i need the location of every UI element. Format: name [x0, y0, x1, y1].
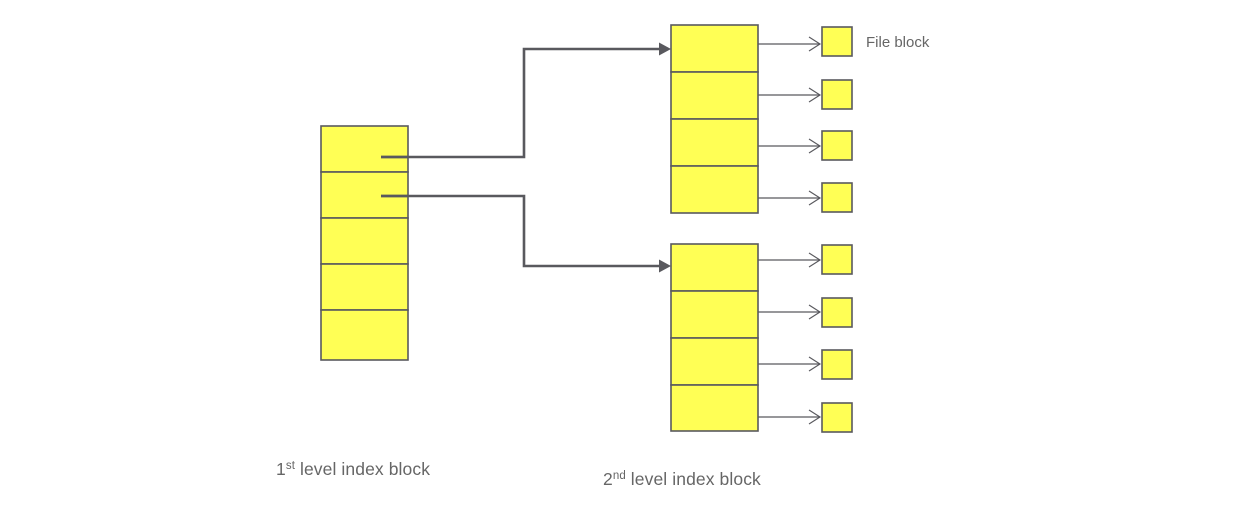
caption-number: 1	[276, 459, 286, 479]
second-level-block-0-cell-1[interactable]	[670, 71, 759, 120]
file-connectors-group	[758, 36, 822, 425]
caption-rest: level index block	[626, 469, 761, 489]
first-level-block-cell-2[interactable]	[320, 217, 409, 265]
caption-second-level-index-block: 2nd level index block	[603, 469, 761, 489]
connector-first-level-cell-0-to-upper-block	[381, 47, 663, 159]
second-level-block-1-cell-3[interactable]	[670, 384, 759, 432]
second-level-block-0-cell-0[interactable]	[670, 24, 759, 73]
caption-first-level-index-block: 1st level index block	[276, 459, 430, 479]
first-level-index-block[interactable]	[320, 125, 409, 361]
caption-number: 2	[603, 469, 613, 489]
file-connector-0-2-arrowhead-icon	[808, 138, 822, 154]
file-connector-1-3-arrowhead-icon	[808, 409, 822, 425]
first-level-block-cell-0[interactable]	[320, 125, 409, 173]
first-level-block-cell-4[interactable]	[320, 309, 409, 361]
caption-ordinal-suffix: nd	[613, 470, 626, 482]
file-connector-1-0-arrowhead-icon	[808, 252, 822, 268]
file-block-1-1[interactable]	[821, 297, 853, 328]
connector-first-level-cell-1-to-lower-block-arrowhead-icon	[659, 259, 671, 273]
file-connector-1-1-arrowhead-icon	[808, 304, 822, 320]
index-connectors-group	[381, 42, 671, 273]
file-connector-0-1-arrowhead-icon	[808, 87, 822, 103]
connector-first-level-cell-1-to-lower-block	[381, 194, 663, 268]
file-connector-0-0-arrowhead-icon	[808, 36, 822, 52]
second-level-block-1-cell-0[interactable]	[670, 243, 759, 292]
file-block-1-3[interactable]	[821, 402, 853, 433]
file-block-0-2[interactable]	[821, 130, 853, 161]
second-level-block-0-cell-2[interactable]	[670, 118, 759, 167]
file-block-1-2[interactable]	[821, 349, 853, 380]
caption-rest: level index block	[295, 459, 430, 479]
file-block-0-1[interactable]	[821, 79, 853, 110]
second-level-block-1-cell-2[interactable]	[670, 337, 759, 386]
first-level-block-cell-3[interactable]	[320, 263, 409, 311]
file-blocks-group[interactable]	[821, 26, 853, 433]
pointer-stubs-group	[381, 155, 408, 198]
file-connector-1-2-arrowhead-icon	[808, 356, 822, 372]
file-connector-0-3-arrowhead-icon	[808, 190, 822, 206]
second-level-block-0-cell-3[interactable]	[670, 165, 759, 214]
second-level-block-1-cell-1[interactable]	[670, 290, 759, 339]
legend-file-block-label: File block	[866, 34, 930, 51]
file-block-0-0[interactable]	[821, 26, 853, 57]
connector-first-level-cell-0-to-upper-block-arrowhead-icon	[659, 42, 671, 56]
file-block-1-0[interactable]	[821, 244, 853, 275]
second-level-index-blocks[interactable]	[670, 24, 759, 432]
file-block-0-3[interactable]	[821, 182, 853, 213]
caption-ordinal-suffix: st	[286, 460, 296, 472]
captions-group: 1st level index block 2nd level index bl…	[276, 34, 930, 489]
